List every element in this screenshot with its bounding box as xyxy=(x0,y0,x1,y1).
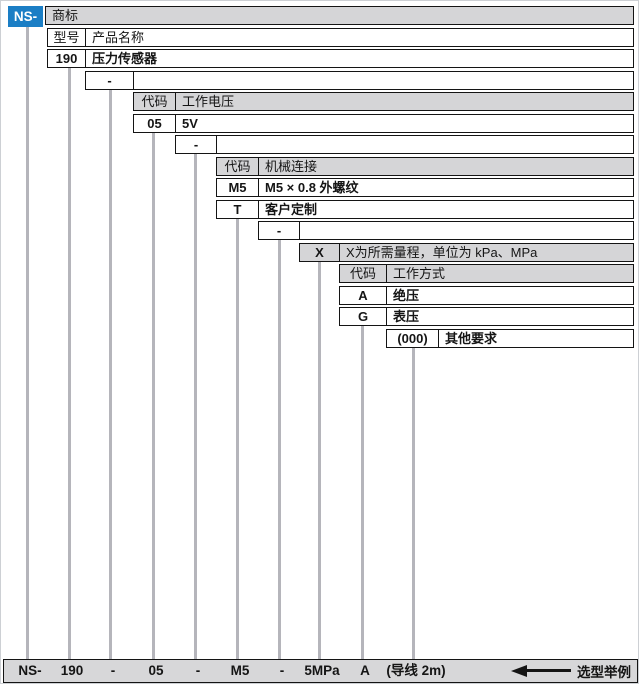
voltage-header-row: 代码 工作电压 xyxy=(133,92,634,111)
left-arrow-icon xyxy=(511,664,527,677)
model-value-desc: 压力传感器 xyxy=(92,51,158,66)
voltage-value-code: 05 xyxy=(134,115,176,132)
mode-g-desc: 表压 xyxy=(393,309,420,324)
other-requirements-desc: 其他要求 xyxy=(445,331,498,346)
mode-a-code: A xyxy=(340,287,387,304)
example-label: 选型举例 xyxy=(577,664,631,680)
brand-code-box: NS- xyxy=(8,6,43,27)
separator-cell: - xyxy=(176,136,217,153)
mode-header-row: 代码 工作方式 xyxy=(339,264,634,283)
example-part: - xyxy=(279,663,285,678)
connection-header-row: 代码 机械连接 xyxy=(216,157,634,176)
range-desc: X为所需量程，单位为 kPa、MPa xyxy=(346,245,538,260)
example-part: 190 xyxy=(60,663,84,678)
connection-header-code: 代码 xyxy=(217,158,259,175)
separator-filler xyxy=(300,222,633,239)
example-part: A xyxy=(360,663,370,678)
voltage-header-desc: 工作电压 xyxy=(182,94,235,109)
connector-line xyxy=(193,154,197,659)
connector-line xyxy=(277,240,281,659)
connector-line xyxy=(360,326,364,659)
mode-header-code: 代码 xyxy=(340,265,387,282)
connection-m5-code: M5 xyxy=(217,179,259,196)
example-part: - xyxy=(195,663,201,678)
separator-cell: - xyxy=(86,72,134,89)
connection-t-desc: 客户定制 xyxy=(265,202,318,217)
model-header-desc: 产品名称 xyxy=(92,30,145,45)
mode-value-row-g: G 表压 xyxy=(339,307,634,326)
mode-header-desc: 工作方式 xyxy=(393,266,446,281)
range-code: X xyxy=(300,244,340,261)
voltage-value-row: 05 5V xyxy=(133,114,634,133)
connector-line xyxy=(317,262,321,659)
separator-row-3: - xyxy=(258,221,634,240)
other-requirements-code: (000) xyxy=(387,330,439,347)
mode-value-row-a: A 绝压 xyxy=(339,286,634,305)
range-row: X X为所需量程，单位为 kPa、MPa xyxy=(299,243,634,262)
example-part: NS- xyxy=(18,663,42,678)
example-part: 05 xyxy=(148,663,164,678)
connector-line xyxy=(108,90,112,659)
example-bar: NS- 190 - 05 - M5 - 5MPa A (导线 2m) 选型举例 xyxy=(3,659,638,683)
other-requirements-row: (000) 其他要求 xyxy=(386,329,634,348)
connector-line xyxy=(151,133,155,659)
model-value-code: 190 xyxy=(48,50,86,67)
model-value-row: 190 压力传感器 xyxy=(47,49,634,68)
voltage-header-code: 代码 xyxy=(134,93,176,110)
connection-value-row-m5: M5 M5 × 0.8 外螺纹 xyxy=(216,178,634,197)
separator-row-1: - xyxy=(85,71,634,90)
connector-line xyxy=(25,27,29,659)
example-part: 5MPa xyxy=(304,663,340,678)
model-header-row: 型号 产品名称 xyxy=(47,28,634,47)
connector-line xyxy=(67,68,71,659)
mode-g-code: G xyxy=(340,308,387,325)
trademark-label: 商标 xyxy=(52,8,79,23)
example-part: - xyxy=(110,663,116,678)
voltage-value-desc: 5V xyxy=(182,116,198,131)
separator-cell: - xyxy=(259,222,300,239)
connection-header-desc: 机械连接 xyxy=(265,159,318,174)
mode-a-desc: 绝压 xyxy=(393,288,420,303)
trademark-row: 商标 xyxy=(45,6,634,25)
connector-line xyxy=(235,219,239,659)
example-pointer: 选型举例 xyxy=(511,660,631,681)
example-part: M5 xyxy=(230,663,250,678)
separator-filler xyxy=(134,72,633,89)
example-part: (导线 2m) xyxy=(386,663,446,678)
arrow-tail-line xyxy=(527,669,571,672)
connection-t-code: T xyxy=(217,201,259,218)
connection-value-row-t: T 客户定制 xyxy=(216,200,634,219)
connector-line xyxy=(411,348,415,659)
model-header-code: 型号 xyxy=(48,29,86,46)
connection-m5-desc: M5 × 0.8 外螺纹 xyxy=(265,180,359,195)
separator-row-2: - xyxy=(175,135,634,154)
separator-filler xyxy=(217,136,633,153)
